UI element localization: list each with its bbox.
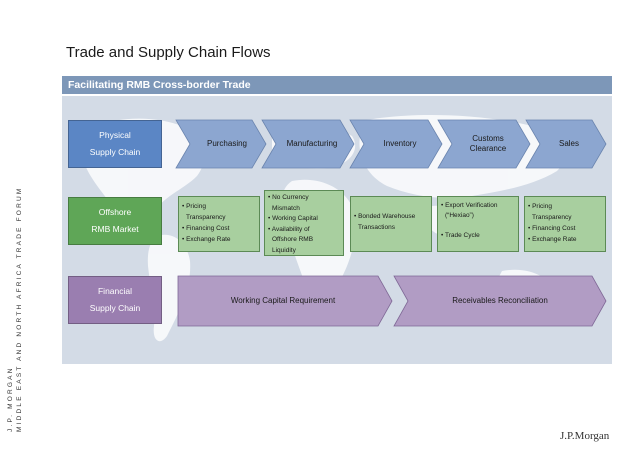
- chevron-label-manufacturing: Manufacturing: [286, 139, 338, 148]
- list-item: • Exchange Rate: [182, 236, 231, 243]
- offshore-label-line1: Offshore: [98, 207, 132, 217]
- chevron-label-inventory: Inventory: [383, 139, 417, 148]
- chevron-label-sales: Sales: [558, 139, 579, 148]
- jpmorgan-logo: J.P.Morgan: [560, 430, 610, 442]
- chevron-manufacturing: [261, 119, 355, 169]
- arrow-working-capital: [177, 275, 393, 327]
- offshore-box-sales: • Pricing Transparency • Financing Cost …: [524, 196, 606, 252]
- list-item: [441, 221, 515, 231]
- chevron-inventory: [349, 119, 443, 169]
- arrow-receivables: [393, 275, 607, 327]
- list-item: • Pricing: [528, 203, 552, 210]
- section-banner: Facilitating RMB Cross-border Trade: [62, 76, 612, 94]
- list-item: Transactions: [358, 224, 395, 231]
- chevron-label-purchasing: Purchasing: [206, 139, 248, 148]
- offshore-box-inventory: • Bonded Warehouse Transactions: [350, 196, 432, 252]
- chevron-customs: [437, 119, 531, 169]
- arrow-label-receivables: Receivables Reconciliation: [452, 296, 548, 305]
- financial-supply-chain-label: Financial Supply Chain: [68, 276, 162, 324]
- list-item: Liquidity: [272, 246, 296, 254]
- list-item: • Availability of: [268, 225, 310, 233]
- page-title: Trade and Supply Chain Flows: [66, 44, 271, 61]
- list-item: • Financing Cost: [182, 225, 230, 232]
- offshore-box-customs: • Export Verification (“Hexiao”) • Trade…: [437, 196, 519, 252]
- list-item: • Export Verification: [441, 202, 498, 209]
- list-item: • Trade Cycle: [441, 232, 480, 239]
- physical-label-line2: Supply Chain: [89, 147, 141, 157]
- chevron-label-customs-clearance: Customs Clearance: [469, 134, 507, 153]
- list-item: Mismatch: [272, 204, 300, 212]
- list-item: • Exchange Rate: [528, 236, 577, 243]
- list-item: • Working Capital: [268, 215, 318, 222]
- financial-label-line1: Financial: [97, 286, 133, 296]
- offshore-box-manufacturing: • No Currency Mismatch • Working Capital…: [264, 190, 344, 256]
- list-item: • No Currency: [268, 194, 309, 201]
- physical-label-line1: Physical: [99, 130, 131, 140]
- list-item: Transparency: [532, 214, 572, 221]
- list-item: • Pricing: [182, 203, 206, 210]
- arrow-label-working-capital: Working Capital Requirement: [230, 296, 336, 305]
- chevron-purchasing: [175, 119, 267, 169]
- list-item: • Financing Cost: [528, 225, 576, 232]
- physical-supply-chain-label: Physical Supply Chain: [68, 120, 162, 168]
- list-item: • Bonded Warehouse: [354, 213, 416, 220]
- offshore-label-line2: RMB Market: [91, 224, 139, 234]
- chevron-sales: [525, 119, 607, 169]
- offshore-box-purchasing: • Pricing Transparency • Financing Cost …: [178, 196, 260, 252]
- financial-label-line2: Supply Chain: [89, 303, 141, 313]
- list-item: (“Hexiao”): [445, 212, 474, 219]
- list-item: Transparency: [186, 214, 226, 221]
- list-item: Offshore RMB: [272, 236, 314, 243]
- offshore-rmb-market-label: Offshore RMB Market: [68, 197, 162, 245]
